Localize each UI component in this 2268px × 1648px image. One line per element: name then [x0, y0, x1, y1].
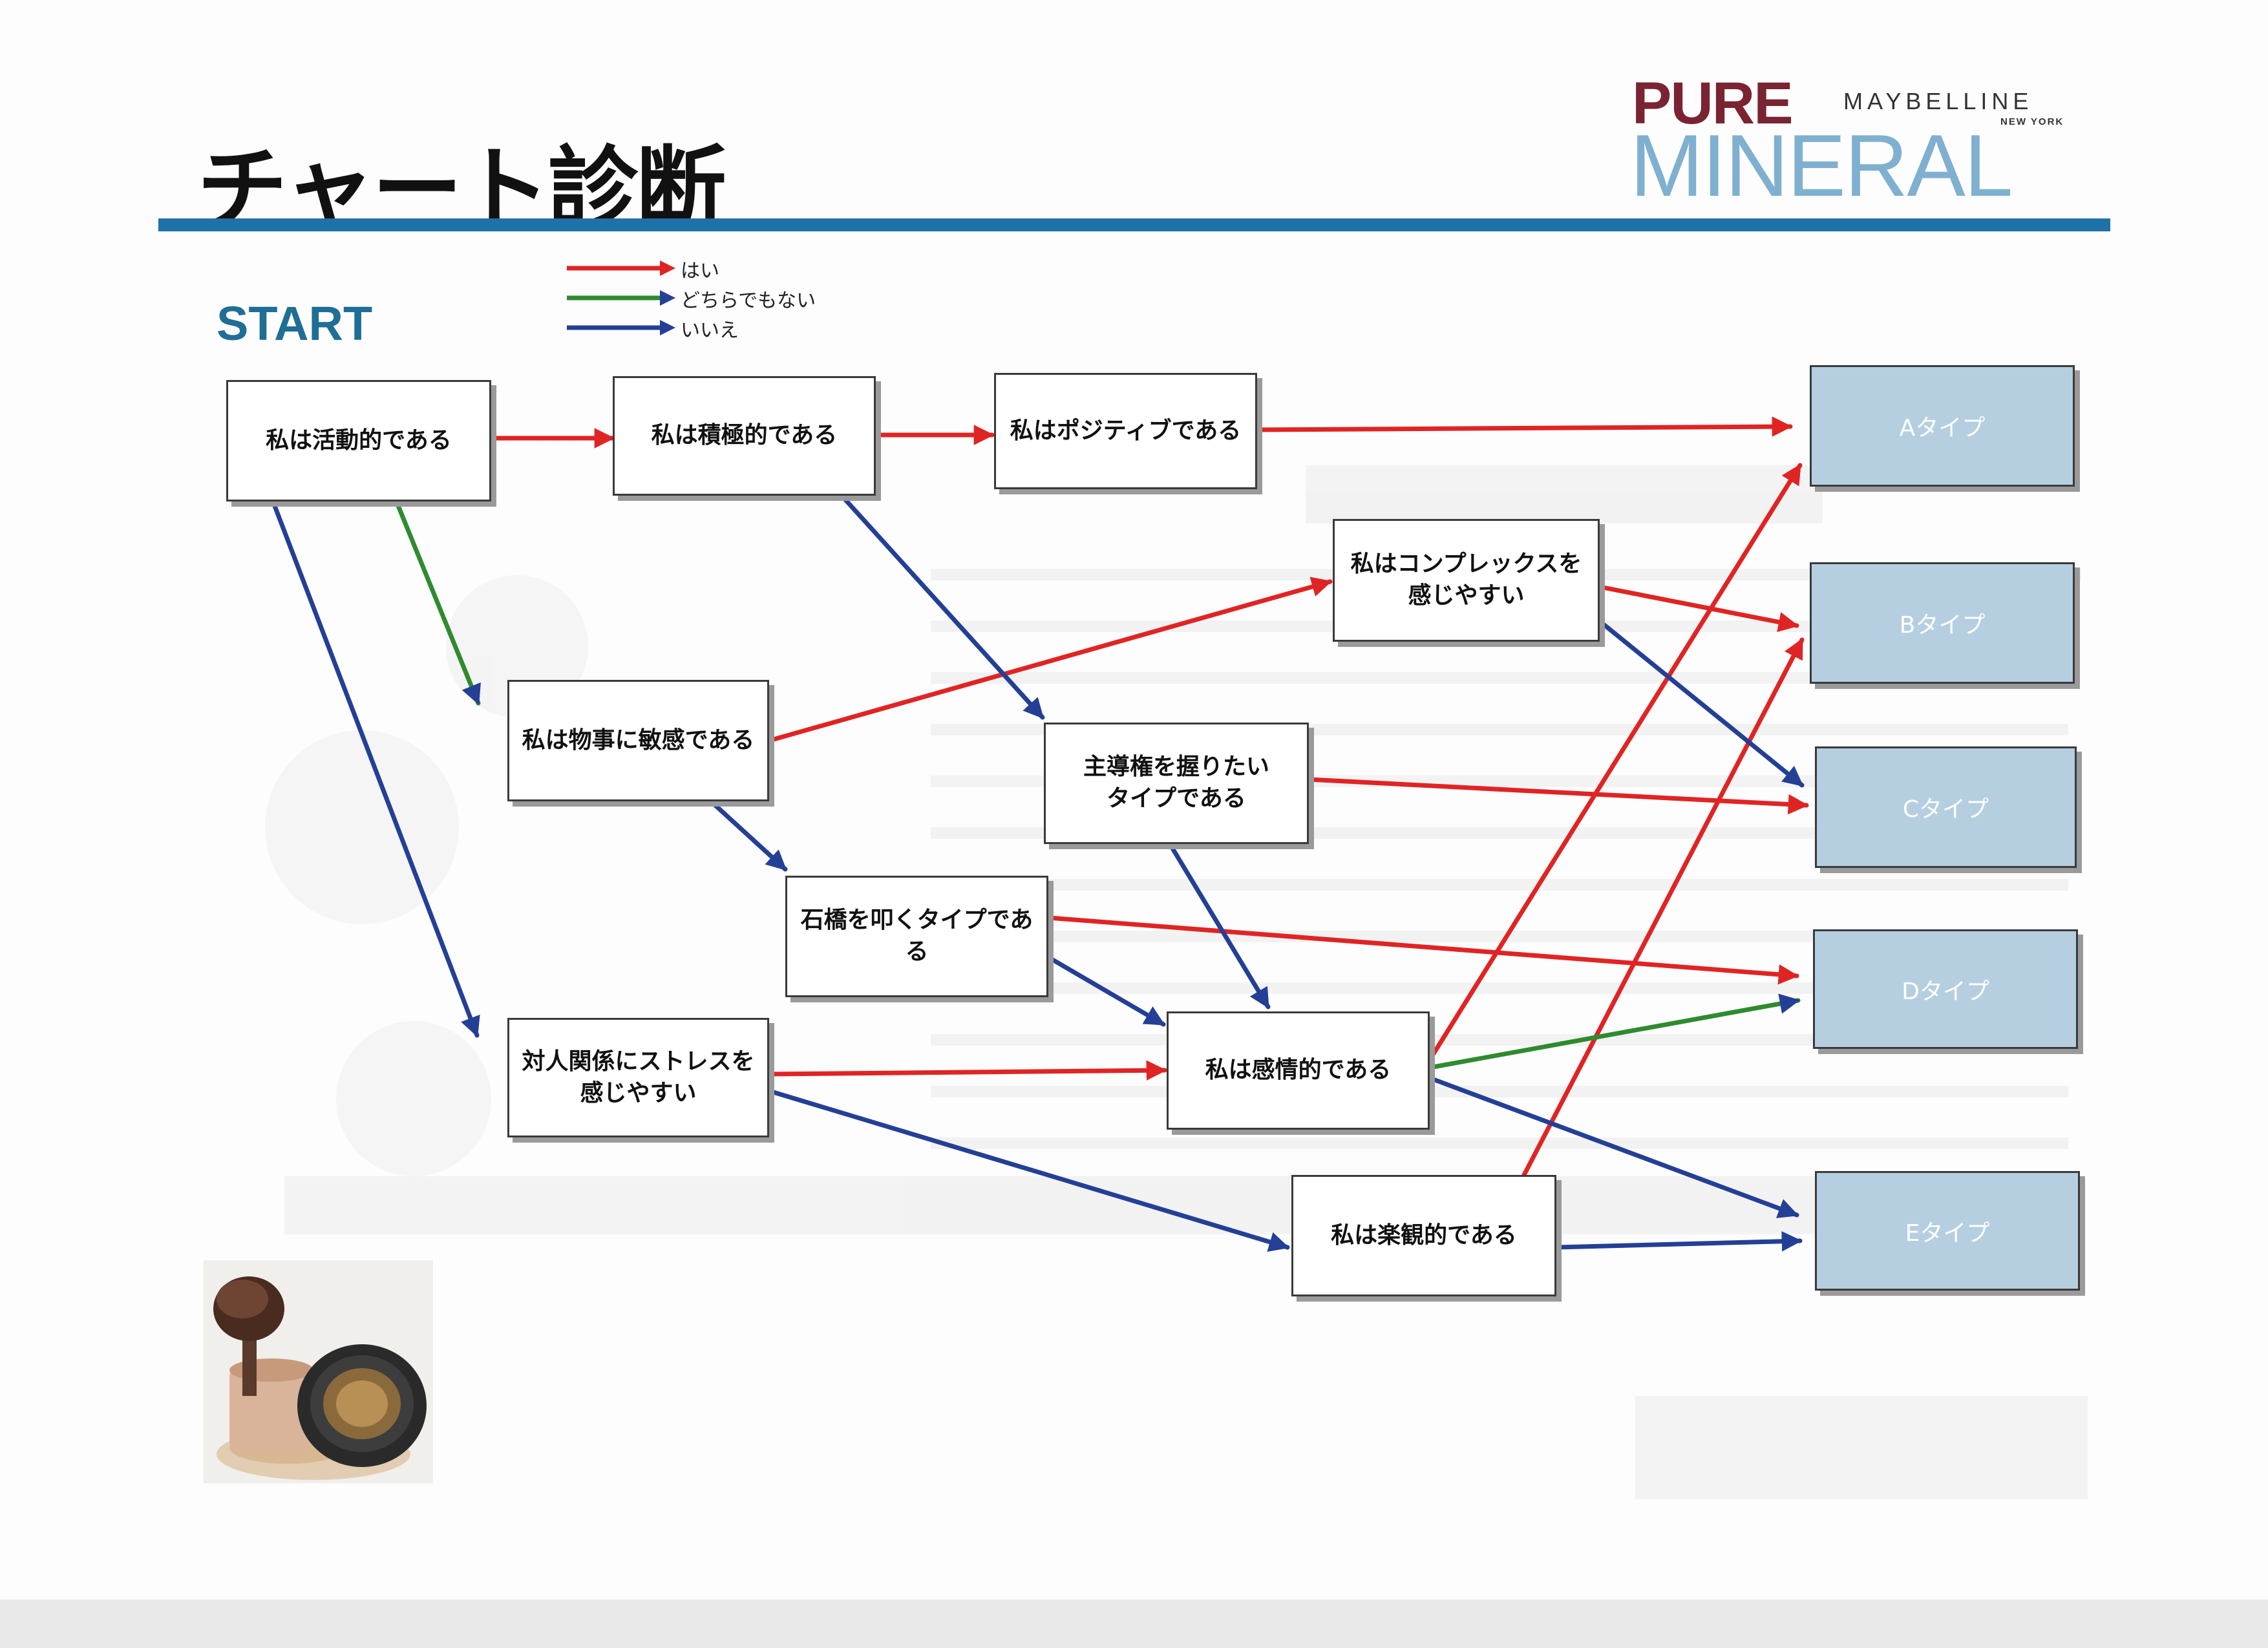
legend: はい どちらでもない いいえ — [566, 253, 927, 344]
question-stress-text: 対人関係にストレスを 感じやすい — [522, 1048, 755, 1106]
ghost-line — [931, 1137, 2068, 1149]
question-box-sensitive: 私は物事に敏感である — [507, 680, 769, 801]
result-box-d: Dタイプ — [1813, 929, 2078, 1049]
question-emotional-text: 私は感情的である — [1205, 1057, 1392, 1084]
scan-bottom-band — [0, 1600, 2268, 1648]
question-complex-text: 私はコンプレックスを 感じやすい — [1350, 551, 1582, 609]
question-cautious-text: 石橋を叩くタイプである — [800, 907, 1033, 965]
ghost-heading — [1306, 465, 1823, 523]
result-box-c: Cタイプ — [1815, 746, 2077, 868]
brand-newyork: NEW YORK — [2000, 116, 2064, 127]
title-rule — [158, 218, 2110, 231]
brand-mineral: MINERAL — [1630, 116, 2013, 215]
result-a-label: Aタイプ — [1899, 415, 1986, 441]
start-label: START — [217, 297, 373, 350]
question-sensitive-text: 私は物事に敏感である — [522, 726, 755, 754]
ghost-shape — [336, 1021, 491, 1176]
question-box-positive-thinking: 私はポジティブである — [994, 373, 1257, 489]
question-box-cautious: 石橋を叩くタイプである — [785, 876, 1048, 997]
ghost-shape — [265, 730, 459, 924]
question-leadership-text: 主導権を握りたい タイプである — [1083, 754, 1269, 812]
result-b-label: Bタイプ — [1899, 612, 1986, 639]
legend-neutral: どちらでもない — [566, 283, 927, 313]
question-box-optimistic: 私は楽観的である — [1291, 1175, 1556, 1296]
question-box-complex: 私はコンプレックスを 感じやすい — [1333, 519, 1600, 642]
question-active-text: 私は活動的である — [266, 427, 452, 454]
question-box-leadership: 主導権を握りたい タイプである — [1044, 723, 1309, 844]
legend-no-label: いいえ — [681, 319, 739, 342]
question-box-stress: 対人関係にストレスを 感じやすい — [507, 1018, 769, 1137]
legend-yes-label: はい — [681, 260, 719, 282]
ghost-heading — [284, 1176, 2030, 1234]
question-box-active: 私は活動的である — [226, 380, 491, 502]
legend-neutral-label: どちらでもない — [681, 290, 816, 312]
result-e-label: Eタイプ — [1905, 1220, 1990, 1247]
question-positive-thinking-text: 私はポジティブである — [1010, 417, 1242, 444]
question-positive-attitude-text: 私は積極的である — [651, 422, 838, 449]
result-d-label: Dタイプ — [1902, 978, 1989, 1005]
legend-neutral-arrow-icon — [567, 290, 675, 306]
result-box-a: Aタイプ — [1810, 365, 2075, 487]
loose-powder-jar-with-brush-icon — [204, 1260, 433, 1483]
question-box-emotional: 私は感情的である — [1167, 1011, 1430, 1130]
result-box-e: Eタイプ — [1815, 1171, 2080, 1291]
ghost-line — [931, 1086, 2068, 1097]
question-box-positive-attitude: 私は積極的である — [613, 376, 876, 496]
result-c-label: Cタイプ — [1902, 796, 1989, 823]
result-box-b: Bタイプ — [1810, 562, 2075, 684]
legend-no-arrow-icon — [567, 320, 675, 335]
ghost-line — [931, 879, 2068, 891]
brand-pure: PURE — [1632, 70, 1794, 136]
legend-yes-arrow-icon — [567, 260, 675, 276]
brand-maybelline: MAYBELLINE — [1843, 88, 2033, 114]
ghost-logo — [1635, 1396, 2088, 1499]
legend-no: いいえ — [566, 313, 927, 343]
question-optimistic-text: 私は楽観的である — [1331, 1221, 1517, 1249]
legend-yes: はい — [566, 253, 927, 283]
